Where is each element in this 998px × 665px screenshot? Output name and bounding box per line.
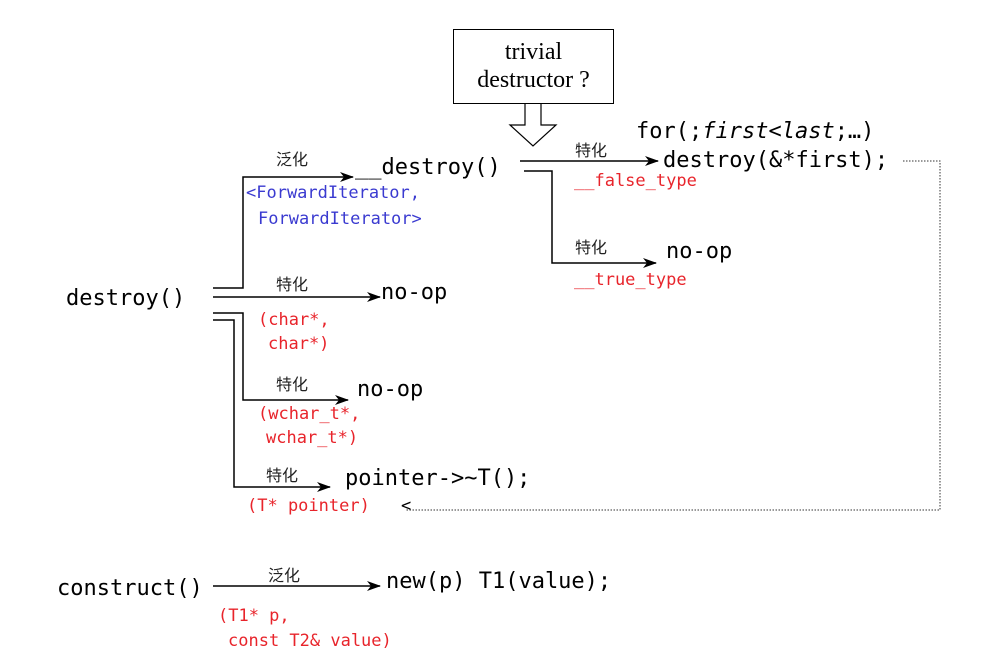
label-generalize-destroy: 泛化 [276, 150, 309, 169]
label-specialize-char: 特化 [276, 275, 309, 294]
box-line-2: destructor ? [477, 66, 590, 93]
noop-char: no-op [381, 280, 448, 305]
edge-inner-destroy-to-noop-true [524, 170, 657, 268]
param-char-2: char*) [268, 334, 330, 354]
param-construct-2: const T2& value) [228, 631, 392, 651]
inner-destroy: __destroy() [355, 155, 501, 180]
dotted-feedback-line [405, 160, 941, 511]
param-char-1: (char*, [258, 310, 330, 330]
label-specialize-true: 特化 [575, 238, 608, 257]
label-specialize-false: 特化 [575, 141, 608, 160]
label-specialize-wchar: 特化 [276, 375, 309, 394]
param-forward-iterator-2: ForwardIterator> [258, 209, 422, 229]
for-loop-condition: first<last [702, 119, 835, 144]
param-forward-iterator-1: <ForwardIterator, [246, 183, 420, 203]
back-arrow-head: < [401, 496, 412, 516]
box-line-1: trivial [504, 38, 563, 65]
param-pointer: (T* pointer) [247, 496, 370, 516]
param-true-type: __true_type [574, 270, 687, 290]
trivial-destructor-box: trivial destructor ? [453, 29, 614, 104]
label-generalize-construct: 泛化 [268, 566, 301, 585]
destroy-root: destroy() [66, 286, 186, 311]
for-loop-suffix: ;…) [834, 119, 875, 144]
edge-destroy-to-inner-destroy [213, 172, 354, 289]
param-false-type: __false_type [574, 171, 697, 191]
pointer-dtor: pointer->~T(); [345, 466, 531, 491]
hollow-down-arrow [508, 104, 558, 147]
destroy-call: destroy(&*first); [663, 148, 889, 173]
label-specialize-pointer: 特化 [266, 466, 299, 485]
for-loop: for(;first<last;…) [636, 121, 874, 143]
for-loop-prefix: for(; [636, 119, 703, 144]
param-construct-1: (T1* p, [218, 606, 290, 626]
param-wchar-1: (wchar_t*, [258, 404, 361, 424]
construct-root: construct() [57, 576, 203, 601]
edge-destroy-to-pointer-dtor [213, 319, 331, 492]
edge-destroy-to-noop-wchar [213, 312, 349, 405]
new-call: new(p) T1(value); [386, 569, 612, 594]
noop-true-type: no-op [666, 239, 733, 264]
noop-wchar: no-op [357, 377, 424, 402]
param-wchar-2: wchar_t*) [266, 428, 359, 448]
